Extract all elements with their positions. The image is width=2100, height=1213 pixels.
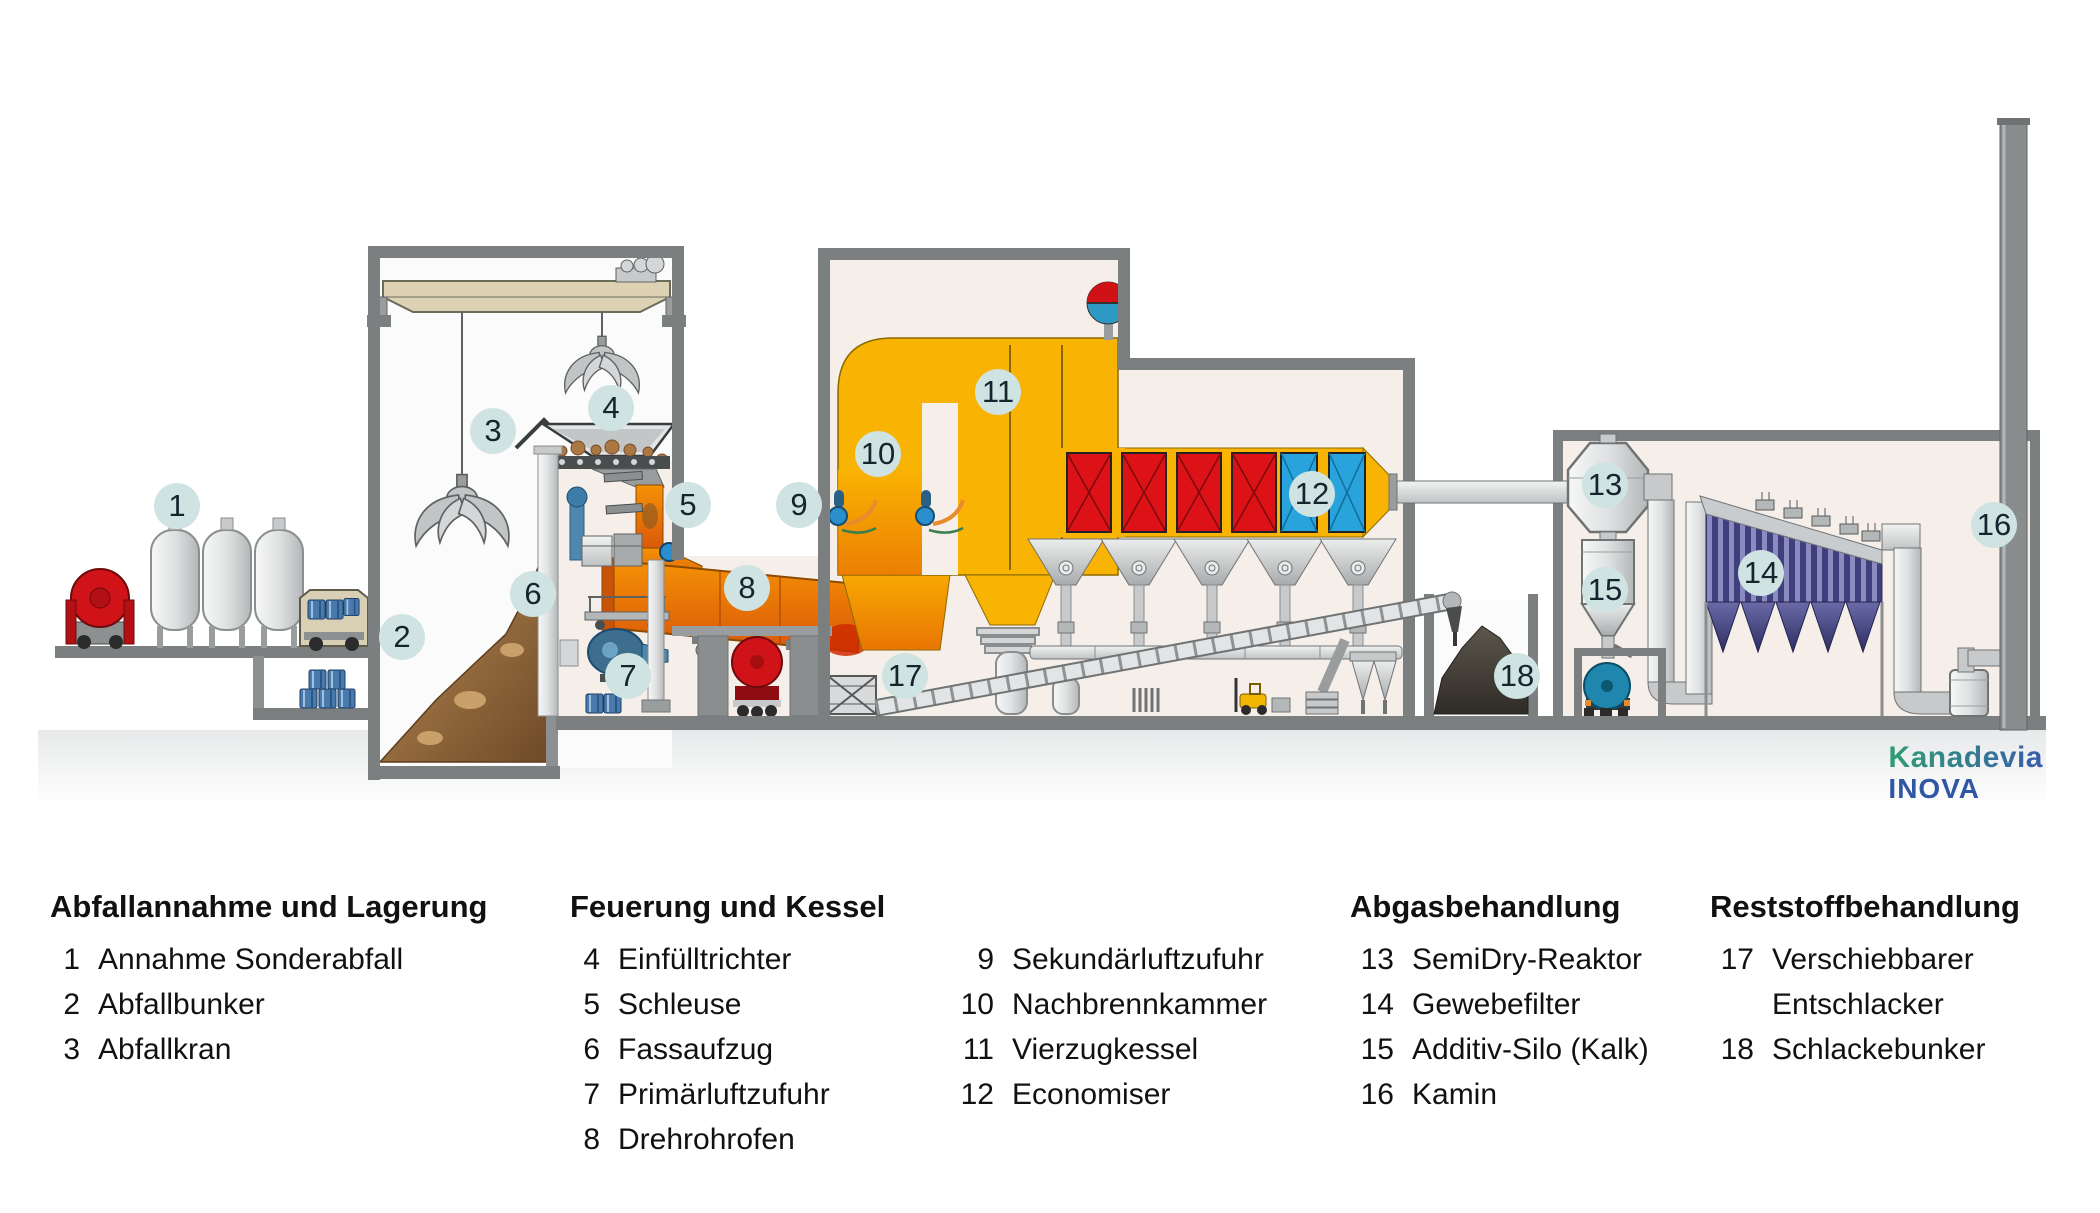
marker-2: 2 xyxy=(379,614,425,660)
waste-bunker-building xyxy=(367,254,686,763)
flue-gas-duct xyxy=(1391,480,1575,504)
marker-6: 6 xyxy=(510,571,556,617)
marker-5: 5 xyxy=(665,482,711,528)
feed-hopper-assembly xyxy=(514,417,677,488)
legend-section-title: Abgasbehandlung xyxy=(1350,889,1621,924)
marker-17: 17 xyxy=(882,653,928,699)
inclined-chute xyxy=(1317,637,1350,695)
secondary-air-nozzles xyxy=(828,490,965,534)
silo-truck-bay xyxy=(1574,648,1666,716)
forklift-icon xyxy=(1234,678,1267,715)
legend-section-title: Abfallannahme und Lagerung xyxy=(50,889,488,924)
slag-conveyor xyxy=(874,591,1462,717)
marker-14: 14 xyxy=(1738,550,1784,596)
ash-box xyxy=(1305,691,1339,715)
drum-lift-cage xyxy=(559,639,579,667)
legend-section-title: Reststoffbehandlung xyxy=(1710,889,2020,924)
red-tanker-truck-icon xyxy=(65,568,135,649)
pipe-cap xyxy=(566,486,588,508)
double-hopper xyxy=(1349,651,1397,714)
marker-11: 11 xyxy=(975,369,1021,415)
marker-18: 18 xyxy=(1494,653,1540,699)
cooler-fins-icon xyxy=(1132,688,1160,712)
foreground-ground-band xyxy=(38,730,2046,806)
id-fan-icon xyxy=(1949,647,2005,717)
building-walls xyxy=(368,246,2046,780)
marker-15: 15 xyxy=(1582,567,1628,613)
marker-1: 1 xyxy=(154,483,200,529)
marker-12: 12 xyxy=(1289,471,1335,517)
liquid-waste-truck-icon xyxy=(731,636,783,718)
kanadevia-inova-logo: Kanadevia INOVA xyxy=(1888,742,2043,803)
superheater-bundles xyxy=(1066,452,1366,533)
marker-16: 16 xyxy=(1971,502,2017,548)
marker-9: 9 xyxy=(776,482,822,528)
pulse-valve-caps xyxy=(1755,492,1881,542)
marker-7: 7 xyxy=(605,653,651,699)
barrel-delivery-truck-icon xyxy=(299,589,369,651)
slag-discharger xyxy=(827,675,877,715)
marker-13: 13 xyxy=(1582,462,1628,508)
silo-truck-icon xyxy=(1583,662,1631,716)
pallet-machine-icon xyxy=(1271,697,1291,713)
boiler-house-floor-equipment xyxy=(995,637,1397,715)
marker-8: 8 xyxy=(724,565,770,611)
kiln-support-structure xyxy=(672,626,832,718)
marker-4: 4 xyxy=(588,385,634,431)
storage-tanks-icon xyxy=(150,517,304,648)
overhead-crane-icon xyxy=(367,254,686,327)
waste-reception-area xyxy=(55,517,373,720)
logo-subbrand: INOVA xyxy=(1888,772,1981,804)
marker-10: 10 xyxy=(855,431,901,477)
chimney-stack xyxy=(1997,118,2030,731)
marker-3: 3 xyxy=(470,408,516,454)
logo-wordmark: Kanadevia xyxy=(1888,741,2043,774)
legend-section-title: Feuerung und Kessel xyxy=(570,889,886,924)
plant-cross-section-diagram xyxy=(38,118,2046,806)
main-ground xyxy=(556,716,2046,730)
stack-duct xyxy=(1893,547,1922,695)
